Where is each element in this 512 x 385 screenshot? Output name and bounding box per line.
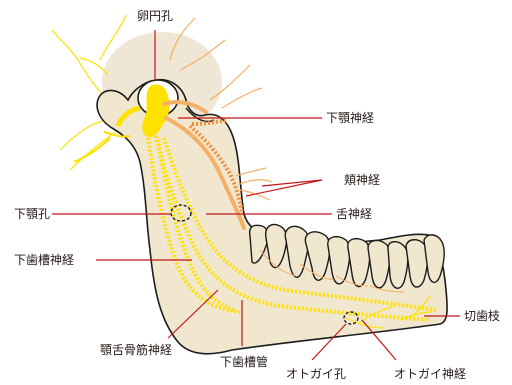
- label-inferior-alveolar-nerve: 下歯槽神経: [14, 253, 74, 267]
- label-incisive-branch: 切歯枝: [464, 308, 500, 323]
- label-lingual-nerve: 舌神経: [336, 207, 372, 221]
- label-mental-foramen: オトガイ孔: [286, 367, 346, 381]
- label-mental-nerve: オトガイ神経: [394, 367, 466, 381]
- label-mandibular-canal: 下歯槽管: [220, 354, 268, 369]
- label-mandibular-foramen: 下顎孔: [14, 207, 50, 221]
- label-mylohyoid-nerve: 顎舌骨筋神経: [100, 342, 172, 357]
- label-mandibular-nerve: 下顎神経: [326, 111, 374, 125]
- label-buccal-nerve: 頬神経: [344, 173, 380, 187]
- label-foramen-ovale: 卵円孔: [137, 9, 173, 23]
- lingual-solid-branch: [74, 132, 130, 162]
